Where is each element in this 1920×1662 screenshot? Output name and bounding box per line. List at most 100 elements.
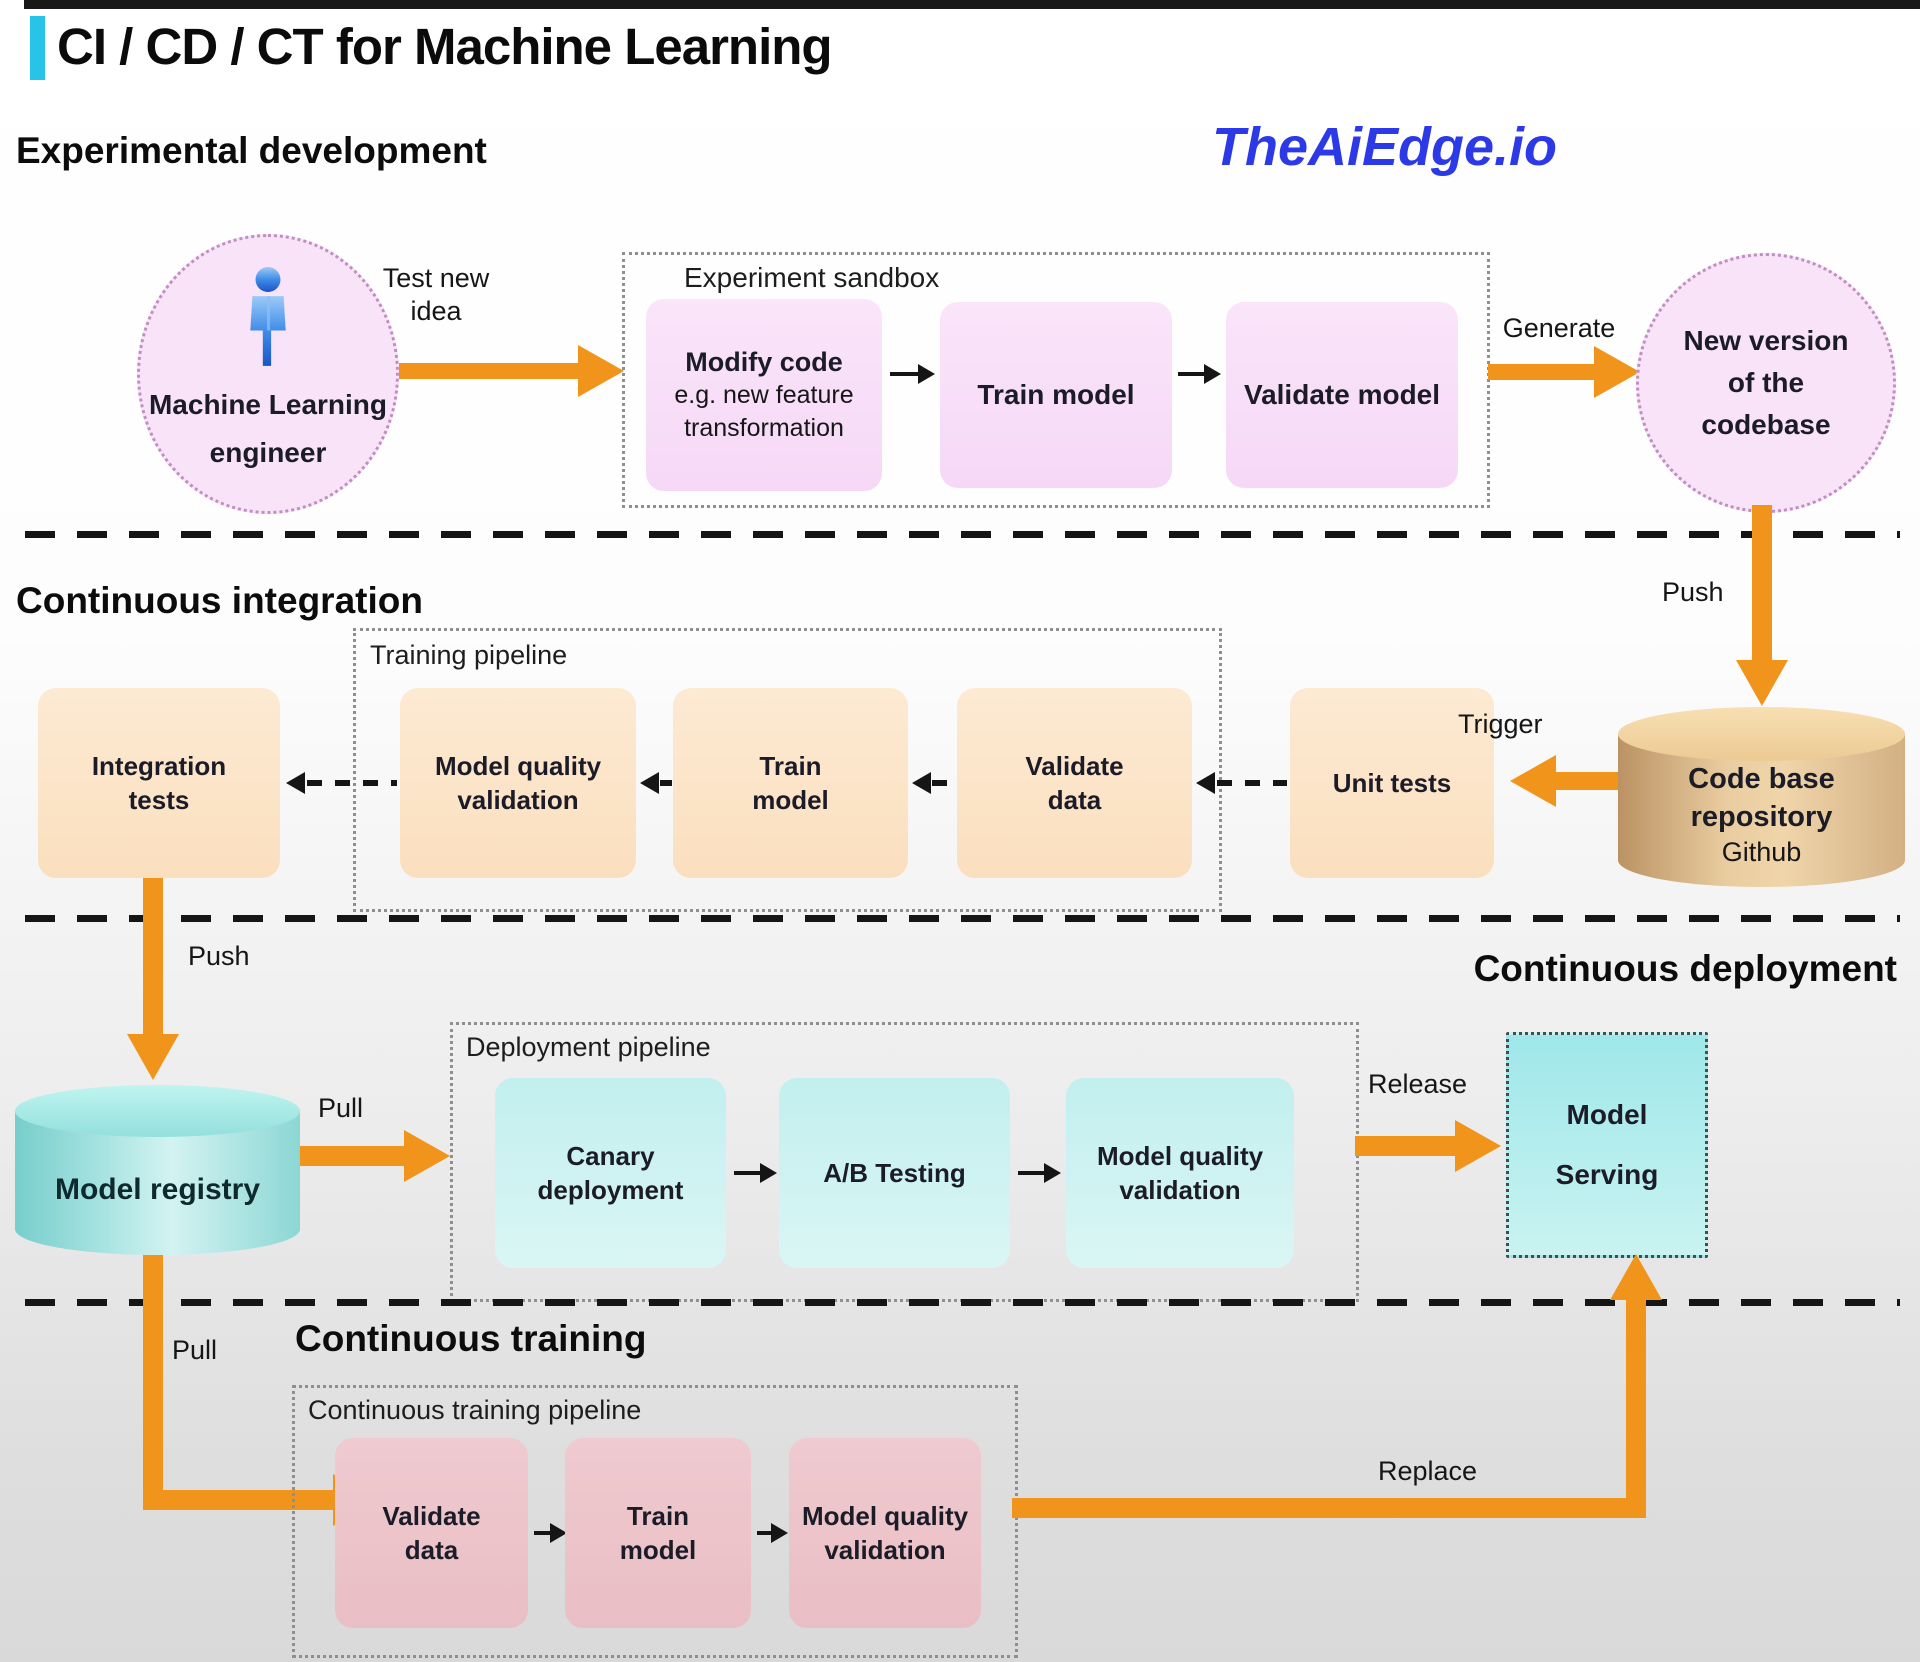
generate-arrowhead: [1594, 346, 1640, 398]
replace-label: Replace: [1378, 1456, 1478, 1486]
new-version-codebase-node: New version of the codebase: [1636, 253, 1896, 513]
section-heading-experimental: Experimental development: [16, 130, 487, 171]
sandbox-arrowhead-1: [918, 364, 935, 384]
ct-model-quality-validation-label: Model quality validation: [801, 1501, 969, 1565]
generate-label: Generate: [1502, 313, 1616, 343]
model-registry-label: Model registry: [54, 1173, 261, 1206]
release-arrowhead: [1455, 1120, 1501, 1172]
title-accent-bar: [30, 16, 45, 80]
registry-cylinder-top: [15, 1085, 300, 1137]
brand-logo-text: TheAiEdge.io: [1212, 117, 1558, 177]
trigger-arrow: [1556, 772, 1620, 790]
unit-tests-label: Unit tests: [1332, 768, 1452, 798]
validate-model-label: Validate model: [1243, 379, 1441, 410]
section-heading-training: Continuous training: [295, 1318, 647, 1359]
ct-validate-data-node: Validate data: [335, 1438, 528, 1628]
ci-dashed-arrowhead-2: [640, 772, 659, 794]
section-divider-1: [25, 531, 1900, 538]
pull-training-arrow-vertical: [143, 1255, 163, 1510]
ab-testing-node: A/B Testing: [779, 1078, 1010, 1268]
ct-arrow-1: [534, 1531, 550, 1535]
sandbox-arrow-2: [1178, 372, 1204, 376]
ci-validate-data-label: Validate data: [1025, 751, 1124, 815]
ml-engineer-node: Machine Learning engineer: [137, 234, 399, 514]
ci-dashed-arrowhead-1: [286, 772, 305, 794]
ml-engineer-label: Machine Learning engineer: [148, 388, 388, 468]
ct-model-quality-validation-node: Model quality validation: [789, 1438, 981, 1628]
ct-validate-data-label: Validate data: [382, 1501, 481, 1565]
training-pipeline-container: [353, 628, 1222, 912]
ci-dashed-arrowhead-3: [912, 772, 931, 794]
ci-model-quality-validation-node: Model quality validation: [400, 688, 636, 878]
canary-deployment-node: Canary deployment: [495, 1078, 726, 1268]
push-registry-arrowhead: [127, 1034, 179, 1080]
release-label: Release: [1368, 1069, 1468, 1099]
top-letterbox-strip: [24, 0, 1920, 9]
pull-deployment-label: Pull: [318, 1093, 364, 1123]
ct-arrow-2: [757, 1531, 771, 1535]
cd-model-quality-validation-label: Model quality validation: [1096, 1141, 1264, 1205]
ci-model-quality-validation-label: Model quality validation: [434, 751, 602, 815]
experiment-sandbox-label: Experiment sandbox: [684, 262, 940, 293]
cd-arrowhead-2: [1044, 1163, 1061, 1183]
ci-dashed-arrow-3: [932, 780, 954, 786]
trigger-label: Trigger: [1458, 709, 1543, 739]
pull-deployment-arrow: [300, 1146, 404, 1166]
sandbox-arrowhead-2: [1204, 364, 1221, 384]
cd-model-quality-validation-node: Model quality validation: [1066, 1078, 1294, 1268]
ci-dashed-arrow-2: [660, 780, 672, 786]
model-registry-cylinder: Model registry: [15, 1085, 300, 1255]
ci-dashed-arrow-1: [307, 780, 397, 786]
model-serving-node: Model Serving: [1506, 1032, 1708, 1258]
modify-code-title: Modify code: [685, 347, 843, 377]
integration-tests-node: Integration tests: [38, 688, 280, 878]
section-divider-3: [25, 1299, 1900, 1306]
registry-cylinder-text: Model registry: [15, 1125, 300, 1255]
ci-validate-data-node: Validate data: [957, 688, 1192, 878]
pull-deployment-arrowhead: [404, 1130, 450, 1182]
push-codebase-arrowhead: [1736, 660, 1788, 706]
generate-arrow: [1488, 364, 1596, 380]
sandbox-arrow-1: [890, 372, 918, 376]
sandbox-train-model-label: Train model: [977, 379, 1135, 410]
unit-tests-node: Unit tests: [1290, 688, 1494, 878]
codebase-cylinder-top: [1618, 707, 1905, 761]
page-title: CI / CD / CT for Machine Learning: [57, 18, 833, 75]
training-pipeline-label: Training pipeline: [370, 640, 568, 670]
cd-arrowhead-1: [760, 1163, 777, 1183]
section-heading-integration: Continuous integration: [16, 580, 423, 621]
codebase-repository-label: Code base repository: [1688, 762, 1835, 833]
section-heading-deployment: Continuous deployment: [1473, 948, 1897, 989]
ci-train-model-node: Train model: [673, 688, 908, 878]
codebase-platform-label: Github: [1721, 836, 1802, 867]
test-new-idea-arrowhead: [578, 345, 624, 397]
ci-train-model-label: Train model: [752, 751, 829, 815]
model-serving-label: Model Serving: [1555, 1099, 1659, 1190]
ct-train-model-node: Train model: [565, 1438, 751, 1628]
deployment-pipeline-label: Deployment pipeline: [466, 1032, 711, 1062]
experiment-sandbox-container: [622, 252, 1490, 508]
ct-pipeline-label: Continuous training pipeline: [308, 1395, 642, 1425]
ct-arrowhead-1: [550, 1523, 567, 1543]
push-codebase-arrow: [1752, 505, 1772, 660]
ct-train-model-label: Train model: [619, 1501, 697, 1565]
codebase-repository-cylinder: Code base repository Github: [1618, 707, 1905, 887]
trigger-arrowhead: [1510, 755, 1556, 807]
new-version-codebase-label: New version of the codebase: [1683, 325, 1849, 440]
validate-model-node: Validate model: [1226, 302, 1458, 488]
test-new-idea-label: Test new idea: [382, 263, 490, 326]
codebase-cylinder-text: Code base repository Github: [1618, 741, 1905, 887]
pull-training-label: Pull: [172, 1335, 218, 1365]
push-registry-label: Push: [188, 941, 250, 971]
person-icon: [236, 266, 300, 375]
replace-arrow-horizontal: [1012, 1498, 1646, 1518]
sandbox-train-model-node: Train model: [940, 302, 1172, 488]
modify-code-subtitle: e.g. new feature transformation: [674, 381, 854, 442]
cd-arrow-2: [1018, 1171, 1044, 1175]
ab-testing-label: A/B Testing: [823, 1158, 966, 1188]
modify-code-node: Modify code e.g. new feature transformat…: [646, 299, 882, 491]
cd-arrow-1: [734, 1171, 760, 1175]
push-registry-arrow: [143, 878, 163, 1034]
canary-deployment-label: Canary deployment: [537, 1141, 684, 1205]
